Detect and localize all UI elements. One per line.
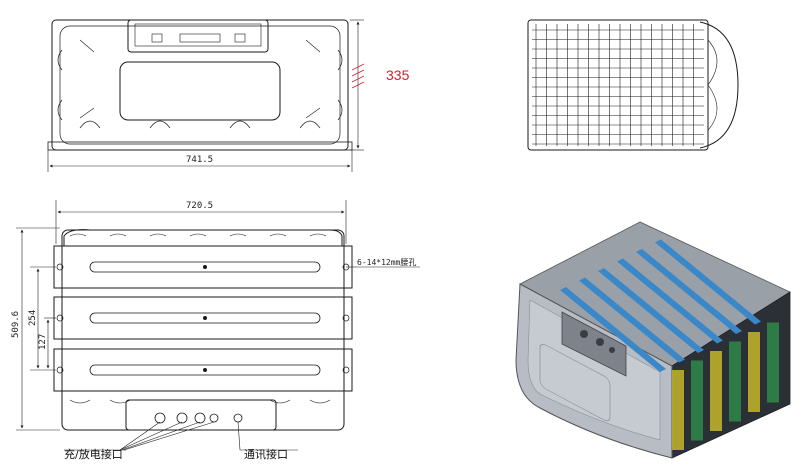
- front-view-port-panel: [125, 399, 277, 431]
- charge-port-4: [209, 413, 219, 423]
- dim-label-254: 254: [28, 310, 38, 326]
- dim-label-127: 127: [38, 334, 48, 350]
- pack-connector-2: [596, 338, 604, 346]
- pack-connector-1: [580, 330, 588, 338]
- pack-3d-render: [515, 221, 791, 459]
- top-view-base-plate: [47, 141, 353, 151]
- dim-mid-spacing: [30, 266, 56, 371]
- top-view-outline: [51, 19, 349, 151]
- mount-hole-note: 6-14*12mm腰孔: [357, 258, 416, 267]
- label-comm-port: 通讯接口: [244, 448, 288, 461]
- pack-connector-3: [609, 347, 615, 353]
- dim-front-view-width: [55, 200, 347, 244]
- mounting-bar-2: [53, 296, 353, 340]
- dim-label-335: 335: [386, 67, 410, 83]
- mounting-bar-3: [53, 348, 353, 392]
- mounting-bar-1: [53, 245, 353, 289]
- pack-front-window: [539, 343, 611, 422]
- dim-front-view-height: [16, 227, 60, 431]
- dim-label-509: 509.6: [11, 311, 21, 338]
- top-view-center-window: [119, 61, 281, 121]
- front-view-top-edge: [63, 229, 343, 246]
- side-view-cell-grid: [532, 24, 704, 146]
- side-view-end-cap: [699, 21, 739, 149]
- comm-port: [233, 413, 243, 423]
- top-view: [47, 19, 353, 151]
- dim-top-view-width: [47, 150, 353, 172]
- charge-port-1: [154, 412, 166, 424]
- leader-charge-port: [64, 421, 215, 451]
- pack-connector-block: [561, 311, 627, 377]
- dim-label-720: 720.5: [186, 201, 213, 211]
- dim-bottom-spacing: [44, 317, 56, 369]
- charge-port-2: [176, 412, 188, 424]
- side-view: [527, 19, 739, 151]
- dim-top-view-height: [350, 19, 365, 151]
- front-view: [53, 229, 353, 431]
- pack-cell-strips: [560, 239, 779, 450]
- dim-label-741: 741.5: [186, 155, 213, 165]
- leader-comm-port: [237, 421, 298, 451]
- charge-port-3: [194, 412, 206, 424]
- label-charge-port: 充/放电接口: [64, 447, 123, 461]
- top-view-connector-area: [127, 19, 269, 53]
